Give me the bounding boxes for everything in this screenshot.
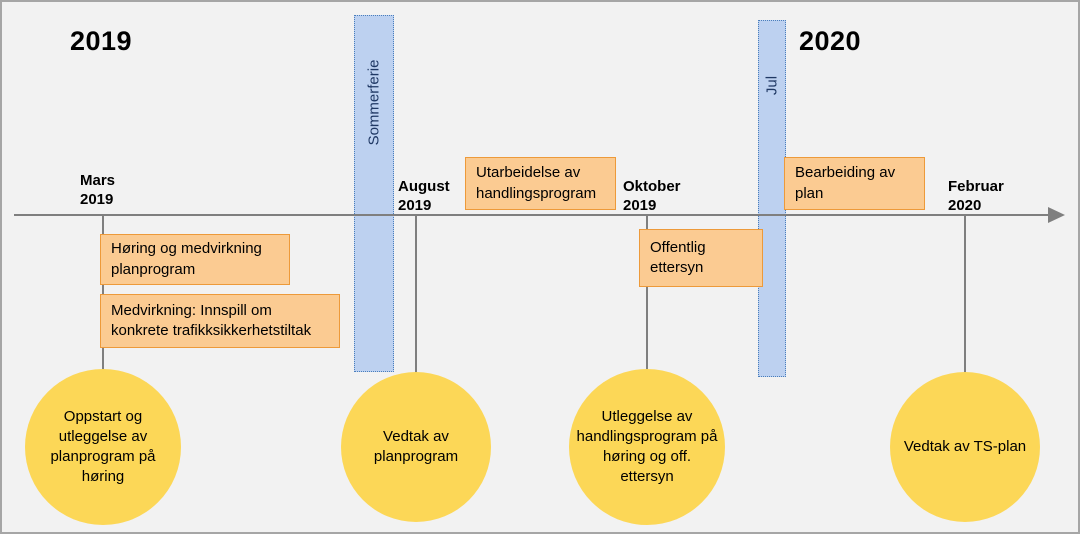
milestone-circle-utleggelse-handlingsprogram: Utleggelse av handlingsprogram på høring… [569,369,725,525]
date-marker-august-2019-month: August [398,178,450,195]
connector-oktober [646,216,648,372]
date-marker-februar-2020: Februar 2020 [948,178,1004,216]
timeline-arrow-icon [1048,207,1065,223]
date-marker-oktober-2019: Oktober 2019 [623,178,681,216]
milestone-circle-vedtak-ts-plan: Vedtak av TS-plan [890,372,1040,522]
activity-box-horing-medvirkning-planprogram: Høring og medvirkning planprogram [100,234,290,285]
date-marker-august-2019: August 2019 [398,178,450,216]
activity-box-medvirkning-innspill: Medvirkning: Innspill om konkrete trafik… [100,294,340,348]
date-marker-mars-2019-year: 2019 [80,190,114,208]
year-heading-2020: 2020 [799,26,862,56]
date-marker-mars-2019: Mars 2019 [80,172,115,210]
milestone-circle-oppstart: Oppstart og utleggelse av planprogram på… [25,369,181,525]
activity-box-bearbeiding-av-plan: Bearbeiding av plan [784,157,925,210]
holiday-band-jul: Jul [758,20,786,377]
date-marker-februar-2020-month: Februar [948,178,1004,195]
date-marker-august-2019-year: 2019 [398,196,432,214]
timeline-axis-line [14,214,1054,216]
year-heading-2019: 2019 [70,26,133,56]
milestone-circle-vedtak-planprogram: Vedtak av planprogram [341,372,491,522]
holiday-band-jul-label: Jul [763,75,781,96]
holiday-band-sommerferie-label: Sommerferie [365,59,383,146]
activity-box-utarbeidelse-handlingsprogram: Utarbeidelse av handlingsprogram [465,157,616,210]
holiday-band-sommerferie: Sommerferie [354,15,394,372]
activity-box-offentlig-ettersyn: Offentlig ettersyn [639,229,763,287]
date-marker-februar-2020-year: 2020 [948,196,982,214]
connector-august [415,216,417,374]
date-marker-mars-2019-month: Mars [80,172,116,189]
date-marker-oktober-2019-month: Oktober [623,178,681,195]
connector-februar [964,216,966,374]
date-marker-oktober-2019-year: 2019 [623,196,657,214]
